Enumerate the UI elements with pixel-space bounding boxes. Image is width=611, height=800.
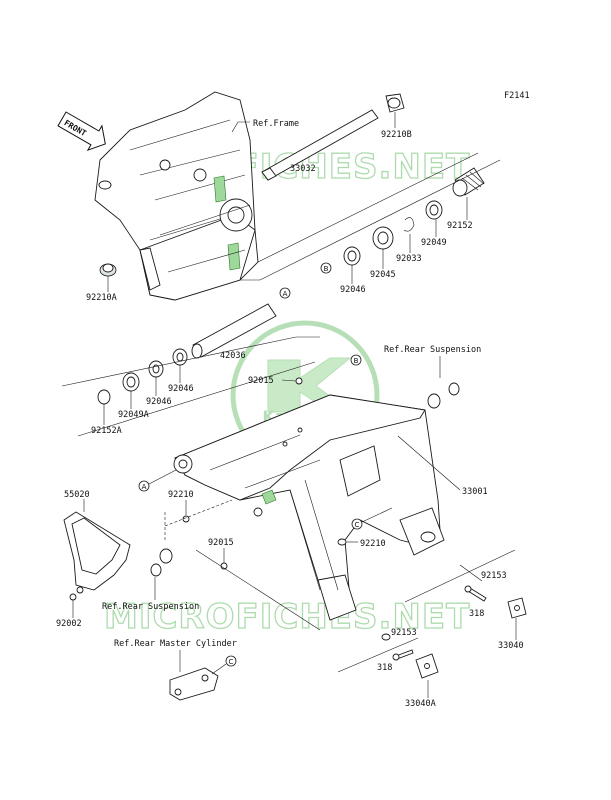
label-55020: 55020 [64,490,90,500]
part-92002 [69,593,77,601]
part-33032 [261,109,379,181]
part-92046-top [343,246,361,266]
callout-A-top: A [283,290,288,298]
label-92152A: 92152A [91,426,122,436]
label-92152: 92152 [447,221,473,231]
part-92210-left [182,515,190,523]
label-42036: 42036 [220,351,246,361]
label-92015-bottom: 92015 [208,538,234,548]
label-33001: 33001 [462,487,488,497]
ref-rear-suspension-bottom: Ref.Rear Suspension [102,602,199,612]
part-92152 [452,167,485,197]
label-92015-top: 92015 [248,376,274,386]
adjuster-33040 [507,597,527,619]
part-92210-right [337,538,347,546]
swingarm-33001 [173,394,445,621]
part-92049A [122,372,140,392]
callout-C-top: C [355,521,360,529]
label-92210B: 92210B [381,130,412,140]
bolt-318-right [464,585,487,602]
part-92210A [99,263,117,277]
rear-susp-bushing-bottom [150,548,173,577]
rear-suspension-bushing [427,382,460,409]
part-92046-mid1 [172,348,188,366]
part-92015-top [295,377,303,385]
label-92033: 92033 [396,254,422,264]
label-33040: 33040 [498,641,524,651]
label-92153-right: 92153 [481,571,507,581]
part-92046-mid2 [148,360,164,378]
label-92046-mid1: 92046 [168,384,194,394]
label-33032: 33032 [290,164,316,174]
label-92046-top: 92046 [340,285,366,295]
chain-guard-55020 [63,511,131,594]
part-92045 [372,226,394,250]
label-92046-mid2: 92046 [146,397,172,407]
label-92153-bottom: 92153 [391,628,417,638]
bolt-318-bottom [392,649,414,661]
label-92210A: 92210A [86,293,117,303]
callout-B-mid: B [354,357,359,365]
part-92033 [403,217,415,232]
part-92152A [97,389,111,405]
label-92049A: 92049A [118,410,149,420]
label-92210-right: 92210 [360,539,386,549]
adjuster-33040A [415,653,439,679]
callout-A-bottom: A [142,483,147,491]
label-92049: 92049 [421,238,447,248]
ref-rear-master-cylinder: Ref.Rear Master Cylinder [114,639,237,649]
part-92049 [425,200,443,220]
figure-code: F2141 [504,91,530,101]
ref-frame-label: Ref.Frame [253,119,299,129]
part-92153-bottom [381,633,391,641]
callout-C-bottom: C [229,658,234,666]
master-cylinder-bracket [169,667,219,701]
label-92045: 92045 [370,270,396,280]
label-92002: 92002 [56,619,82,629]
label-318-bottom: 318 [377,663,392,673]
frame-drawing [94,91,259,301]
part-92210B [385,93,405,113]
ref-rear-suspension-top: Ref.Rear Suspension [384,345,481,355]
callout-B-top: B [324,265,329,273]
label-318-right: 318 [469,609,484,619]
label-92210-left: 92210 [168,490,194,500]
watermark-bottom: MICROFICHES.NET [104,597,470,637]
label-33040A: 33040A [405,699,436,709]
